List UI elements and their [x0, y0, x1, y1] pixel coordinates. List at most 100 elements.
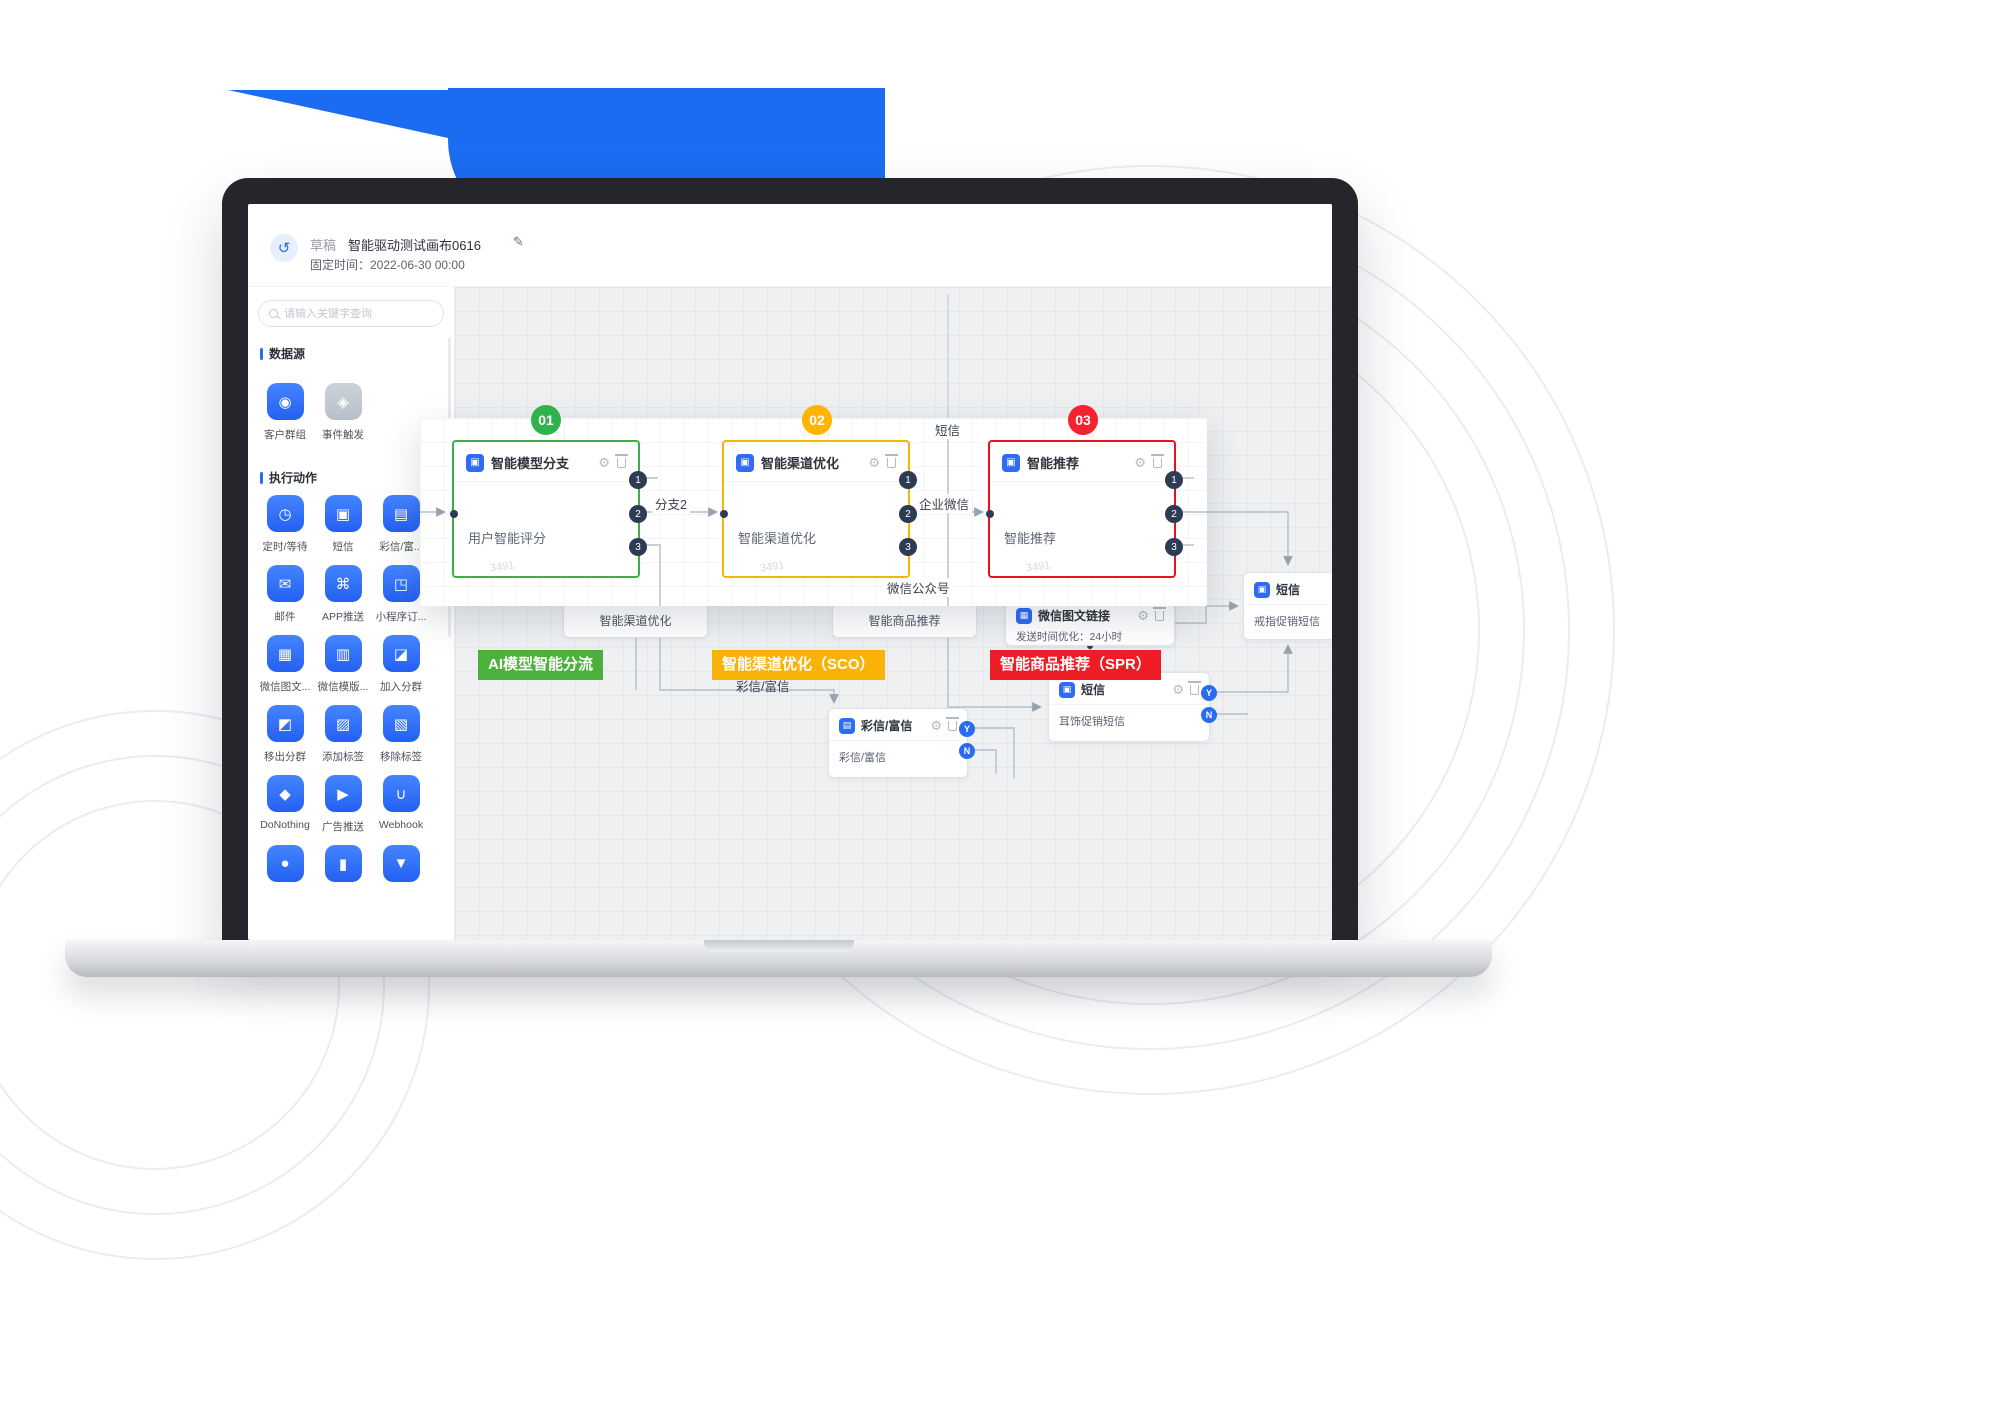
delete-icon[interactable] — [1188, 681, 1201, 695]
no-port[interactable]: N — [959, 743, 975, 759]
output-port-2[interactable]: 2 — [1165, 505, 1183, 523]
sidebar-item-remove-tag[interactable]: ▧移除标签 — [372, 705, 430, 775]
output-port-2[interactable]: 2 — [899, 505, 917, 523]
section-data-source: 数据源 — [260, 345, 305, 362]
yes-port[interactable]: Y — [1201, 685, 1217, 701]
delete-icon[interactable] — [1153, 607, 1166, 621]
node-icon: ▣ — [736, 453, 754, 472]
app-window: ↺ 草稿 智能驱动测试画布0616 ✎ 固定时间：2022-06-30 00:0… — [248, 204, 1332, 940]
do-nothing-icon: ◆ — [266, 775, 304, 812]
join-group-icon: ◪ — [382, 635, 420, 672]
back-button[interactable]: ↺ — [270, 234, 298, 262]
wechat-template-icon: ▥ — [324, 635, 362, 672]
timer-icon: ◷ — [266, 495, 304, 532]
output-port-3[interactable]: 3 — [1165, 538, 1183, 556]
delete-icon[interactable] — [615, 454, 628, 468]
sidebar-item-app-push[interactable]: ⌘APP推送 — [314, 565, 372, 635]
sms-icon: ▣ — [324, 495, 362, 532]
node-mms[interactable]: ▤ 彩信/富信 ⚙ 彩信/富信 Y N — [828, 708, 975, 778]
sidebar-item-chat[interactable]: ● — [256, 845, 314, 915]
component-sidebar: 数据源 ◉ 客户群组 ◈ 事件触发 执行动作 ◷定时/等待 ▣短信 ▤彩信/富.… — [248, 287, 455, 940]
wechat-article-icon: ▦ — [266, 635, 304, 672]
watermark: 3491 — [489, 559, 516, 575]
branch2-label: 分支2 — [652, 494, 690, 513]
sidebar-item-filter[interactable]: ▼ — [372, 845, 430, 915]
settings-icon[interactable]: ⚙ — [1172, 682, 1184, 697]
bookmark-icon: ▮ — [324, 845, 362, 882]
sidebar-item-event-trigger[interactable]: ◈ 事件触发 — [314, 383, 372, 453]
node-sco-partial[interactable]: 智能渠道优化 — [563, 602, 708, 638]
back-icon: ↺ — [277, 240, 291, 257]
sidebar-item-wechat-template[interactable]: ▥微信模版... — [314, 635, 372, 705]
node-wechat-article-link[interactable]: ▦ 微信图文链接 ⚙ 发送时间优化：24小时 — [1005, 600, 1175, 646]
sidebar-item-add-tag[interactable]: ▨添加标签 — [314, 705, 372, 775]
badge-01: 01 — [531, 405, 561, 435]
no-port[interactable]: N — [1201, 707, 1217, 723]
node-icon: ▦ — [1016, 607, 1032, 624]
output-port-3[interactable]: 3 — [899, 538, 917, 556]
settings-icon[interactable]: ⚙ — [1134, 455, 1146, 470]
input-port[interactable] — [720, 510, 728, 518]
sidebar-item-webhook[interactable]: ∪Webhook — [372, 775, 430, 845]
node-icon: ▣ — [466, 453, 484, 472]
sidebar-item-remove-group[interactable]: ◩移出分群 — [256, 705, 314, 775]
caption-sco: 智能渠道优化（SCO） — [712, 650, 885, 680]
section-actions: 执行动作 — [260, 469, 317, 486]
node-icon: ▣ — [1059, 681, 1075, 698]
output-port-2[interactable]: 2 — [629, 505, 647, 523]
mms-icon: ▤ — [382, 495, 420, 532]
sidebar-item-customer-group[interactable]: ◉ 客户群组 — [256, 383, 314, 453]
sidebar-item-bookmark[interactable]: ▮ — [314, 845, 372, 915]
wecom-line-label: 企业微信 — [916, 494, 973, 513]
sidebar-item-timer-wait[interactable]: ◷定时/等待 — [256, 495, 314, 565]
output-port-1[interactable]: 1 — [629, 471, 647, 489]
sidebar-item-wechat-article[interactable]: ▦微信图文... — [256, 635, 314, 705]
node-icon: ▣ — [1002, 453, 1020, 472]
edit-title-icon[interactable]: ✎ — [513, 234, 524, 249]
app-push-icon: ⌘ — [324, 565, 362, 602]
sms-line-label: 短信 — [932, 420, 964, 439]
delete-icon[interactable] — [946, 717, 959, 731]
sidebar-item-email[interactable]: ✉邮件 — [256, 565, 314, 635]
settings-icon[interactable]: ⚙ — [598, 455, 610, 470]
input-port[interactable] — [986, 510, 994, 518]
caption-spr: 智能商品推荐（SPR） — [990, 650, 1161, 680]
laptop-base-notch — [703, 940, 854, 952]
sidebar-item-sms[interactable]: ▣短信 — [314, 495, 372, 565]
node-sms-earring[interactable]: ▣ 短信 ⚙ 耳饰促销短信 Y N — [1048, 672, 1217, 742]
delete-icon[interactable] — [1151, 454, 1164, 468]
node-spr-partial[interactable]: 智能商品推荐 — [832, 602, 977, 638]
search-input[interactable] — [284, 307, 424, 320]
node-smart-channel-optimization[interactable]: ▣ 智能渠道优化 ⚙ 智能渠道优化 1 2 3 3491 — [720, 440, 917, 578]
watermark: 3491 — [1025, 559, 1052, 575]
draft-label: 草稿 — [310, 238, 337, 253]
remove-group-icon: ◩ — [266, 705, 304, 742]
deco-blue-triangle — [228, 90, 448, 138]
node-smart-recommendation[interactable]: ▣ 智能推荐 ⚙ 智能推荐 1 2 3 3491 — [986, 440, 1183, 578]
canvas-header: ↺ 草稿 智能驱动测试画布0616 ✎ 固定时间：2022-06-30 00:0… — [248, 204, 1332, 287]
settings-icon[interactable]: ⚙ — [1137, 608, 1149, 623]
search-box[interactable] — [258, 300, 444, 327]
sidebar-item-miniprogram[interactable]: ◳小程序订... — [372, 565, 430, 635]
output-port-3[interactable]: 3 — [629, 538, 647, 556]
settings-icon[interactable]: ⚙ — [930, 718, 942, 733]
input-port[interactable] — [450, 510, 458, 518]
sidebar-item-mms[interactable]: ▤彩信/富... — [372, 495, 430, 565]
customer-group-icon: ◉ — [266, 383, 304, 420]
remove-tag-icon: ▧ — [382, 705, 420, 742]
sidebar-item-join-group[interactable]: ◪加入分群 — [372, 635, 430, 705]
output-port-1[interactable]: 1 — [1165, 471, 1183, 489]
node-icon: ▣ — [1254, 581, 1270, 598]
yes-port[interactable]: Y — [959, 721, 975, 737]
node-sms-ring[interactable]: ▣ 短信 戒指促销短信 — [1243, 572, 1332, 640]
filter-icon: ▼ — [382, 845, 420, 882]
node-smart-model-branch[interactable]: ▣ 智能模型分支 ⚙ 用户智能评分 1 2 3 3491 — [450, 440, 647, 578]
add-tag-icon: ▨ — [324, 705, 362, 742]
output-port-1[interactable]: 1 — [899, 471, 917, 489]
highlight-overlay: 短信 分支2 企业微信 微信公众号 ▣ 智能模型分支 ⚙ 用户智能评分 1 2 … — [420, 405, 1207, 606]
delete-icon[interactable] — [885, 454, 898, 468]
settings-icon[interactable]: ⚙ — [868, 455, 880, 470]
sidebar-item-do-nothing[interactable]: ◆DoNothing — [256, 775, 314, 845]
sidebar-item-ad-push[interactable]: ▶广告推送 — [314, 775, 372, 845]
